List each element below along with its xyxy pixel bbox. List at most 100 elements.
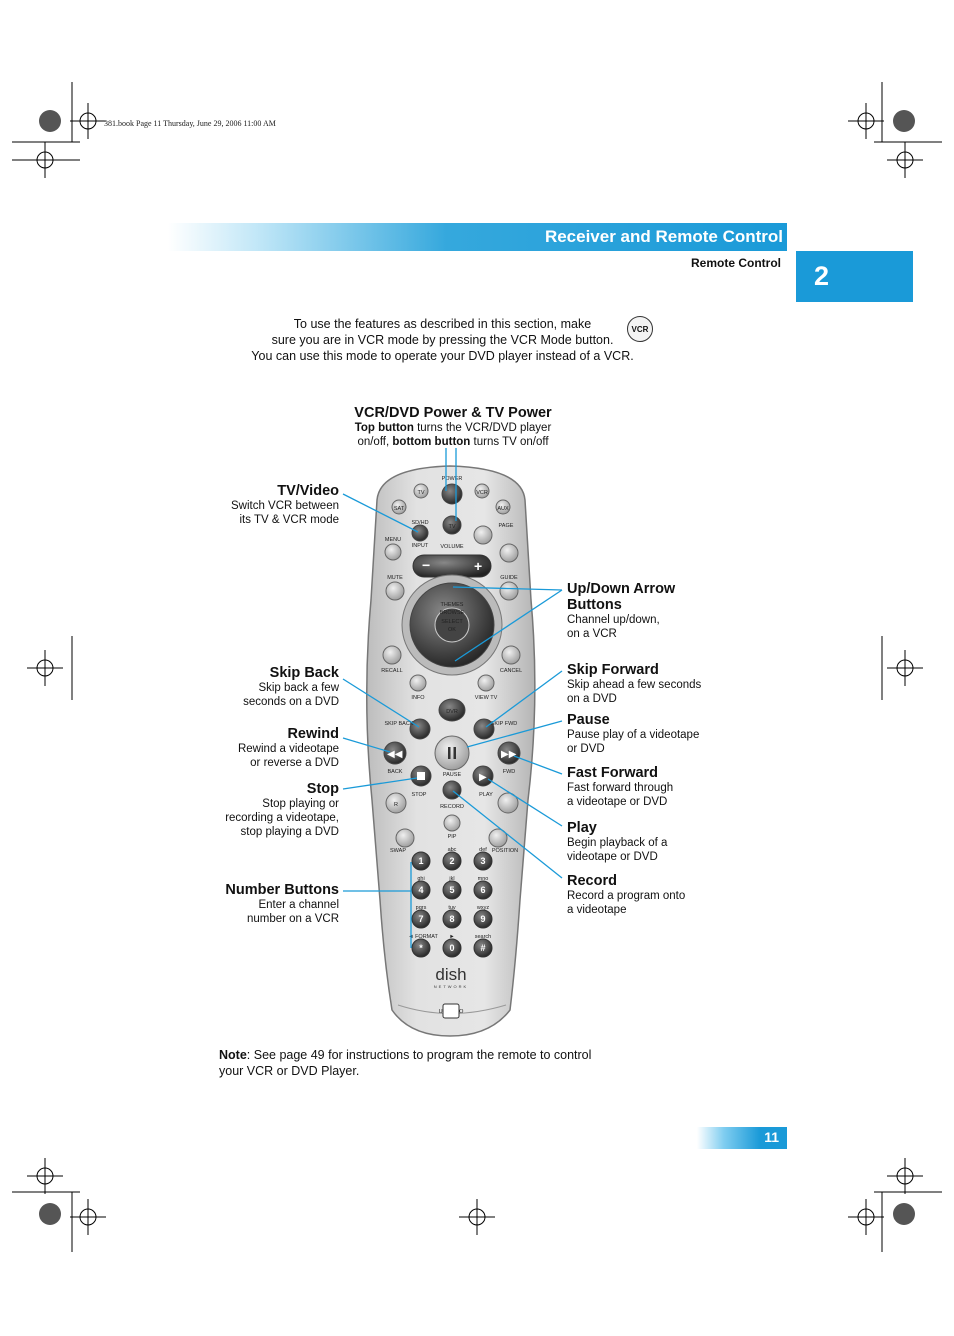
label-menu: MENU bbox=[385, 537, 401, 543]
label-position: POSITION bbox=[492, 848, 518, 854]
callout-stop-line2: recording a videotape, bbox=[225, 812, 339, 824]
callout-number: Number Buttons Enter a channel number on… bbox=[225, 882, 339, 926]
callout-record: Record Record a program onto a videotape bbox=[567, 873, 685, 917]
callout-stop-line1: Stop playing or bbox=[262, 798, 339, 810]
label-ok: OK bbox=[448, 627, 456, 633]
label-tv-power: TV bbox=[448, 524, 455, 530]
callout-updown: Up/Down Arrow Buttons Channel up/down, o… bbox=[567, 581, 675, 641]
key-1: 1 bbox=[418, 856, 423, 866]
label-play: PLAY bbox=[479, 792, 493, 798]
key-3: 3 bbox=[480, 856, 485, 866]
key-11: 0 bbox=[449, 943, 454, 953]
tv-mode-button bbox=[413, 483, 429, 499]
power-bold2: bottom button bbox=[392, 436, 471, 448]
intro-text: To use the features as described in this… bbox=[230, 316, 655, 364]
callout-fastfwd-line1: Fast forward through bbox=[567, 782, 674, 794]
record-button bbox=[442, 780, 462, 800]
callout-stop: Stop Stop playing or recording a videota… bbox=[225, 781, 339, 839]
callout-record-line2: a videotape bbox=[567, 904, 627, 916]
page-down-button bbox=[499, 543, 519, 563]
label-recall: RECALL bbox=[381, 668, 402, 674]
label-guide: GUIDE bbox=[500, 575, 518, 581]
callout-skipfwd-line1: Skip ahead a few seconds bbox=[567, 679, 702, 691]
label-skipback: SKIP BACK bbox=[385, 721, 414, 727]
key-4: 4 bbox=[418, 885, 423, 895]
recall-button bbox=[382, 645, 402, 665]
label-ghi: ghi bbox=[417, 876, 424, 882]
label-cancel: CANCEL bbox=[500, 668, 522, 674]
sdhd-input-button bbox=[411, 524, 429, 542]
label-def: def bbox=[479, 847, 487, 853]
svg-text:▶: ▶ bbox=[479, 772, 487, 783]
label-page: PAGE bbox=[499, 523, 514, 529]
key-6: 6 bbox=[480, 885, 485, 895]
note-text: : See page 49 for instructions to progra… bbox=[246, 1048, 592, 1062]
callout-fastfwd-line2: a videotape or DVD bbox=[567, 796, 668, 808]
callout-tvvideo-title: TV/Video bbox=[277, 483, 339, 499]
label-tv: TV bbox=[417, 490, 424, 496]
label-info: INFO bbox=[411, 695, 425, 701]
power-bold1: Top button bbox=[354, 422, 414, 434]
label-fwd: FWD bbox=[503, 769, 516, 775]
info-button bbox=[409, 674, 427, 692]
callout-power-line2: on/off, bottom button turns TV on/off bbox=[330, 435, 576, 449]
callout-record-line1: Record a program onto bbox=[567, 890, 686, 902]
label-r: R bbox=[394, 802, 398, 808]
label-pause: PAUSE bbox=[443, 772, 462, 778]
page-number: 11 bbox=[764, 1129, 779, 1145]
sat-small-button bbox=[497, 792, 519, 814]
callout-rewind-line1: Rewind a videotape bbox=[237, 743, 339, 755]
callout-lines bbox=[342, 448, 563, 948]
callout-updown-line1: Channel up/down, bbox=[567, 614, 660, 626]
callout-play: Play Begin playback of a videotape or DV… bbox=[567, 820, 667, 864]
vcr-power-button bbox=[441, 483, 463, 505]
callout-skipback-title: Skip Back bbox=[269, 665, 339, 681]
intro-line-2: sure you are in VCR mode by pressing the… bbox=[271, 333, 614, 347]
key-8: 8 bbox=[449, 914, 454, 924]
dvr-button bbox=[438, 698, 466, 722]
viewtv-button bbox=[477, 674, 495, 692]
intro-line-3: You can use this mode to operate your DV… bbox=[251, 349, 634, 363]
label-stop: STOP bbox=[412, 792, 427, 798]
svg-text:▶▶: ▶▶ bbox=[501, 749, 517, 760]
sat-mode-button bbox=[391, 499, 407, 515]
rewind-button bbox=[383, 741, 407, 765]
callout-number-title: Number Buttons bbox=[225, 882, 339, 898]
label-sdhd: SD/HD bbox=[411, 520, 428, 526]
callout-stop-line3: stop playing a DVD bbox=[240, 826, 339, 838]
mute-button bbox=[385, 581, 405, 601]
label-input: INPUT bbox=[412, 543, 429, 549]
brand-logo: dish bbox=[435, 965, 466, 984]
callout-tvvideo: TV/Video Switch VCR between its TV & VCR… bbox=[231, 483, 339, 527]
callout-play-line2: videotape or DVD bbox=[567, 851, 658, 863]
callout-skipfwd: Skip Forward Skip ahead a few seconds on… bbox=[567, 662, 701, 706]
label-record: RECORD bbox=[440, 804, 464, 810]
intro-line-1: To use the features as described in this… bbox=[293, 317, 592, 331]
footnote-line-1: Note: See page 49 for instructions to pr… bbox=[219, 1047, 591, 1063]
svg-text:◀◀: ◀◀ bbox=[387, 749, 403, 760]
callout-rewind: Rewind Rewind a videotape or reverse a D… bbox=[238, 726, 339, 770]
callout-stop-title: Stop bbox=[306, 781, 339, 797]
callout-power-title: VCR/DVD Power & TV Power bbox=[354, 405, 552, 421]
callout-record-title: Record bbox=[567, 873, 617, 889]
callout-skipfwd-line2: on a DVD bbox=[567, 693, 617, 705]
callout-fastfwd: Fast Forward Fast forward through a vide… bbox=[567, 765, 673, 809]
callout-power: VCR/DVD Power & TV Power Top button turn… bbox=[330, 405, 576, 449]
footnote-line-2: your VCR or DVD Player. bbox=[219, 1064, 360, 1078]
callout-fastfwd-title: Fast Forward bbox=[567, 765, 659, 781]
callout-pause-line2: or DVD bbox=[567, 743, 605, 755]
label-wxyz: wxyz bbox=[476, 905, 489, 911]
label-pip: PIP bbox=[448, 834, 457, 840]
position-button bbox=[488, 828, 508, 848]
label-arrow: ► bbox=[449, 934, 454, 940]
label-browse: BROWSE bbox=[440, 610, 465, 616]
label-swap: SWAP bbox=[390, 848, 406, 854]
cancel-button bbox=[501, 645, 521, 665]
label-volume: VOLUME bbox=[440, 544, 464, 550]
r-button bbox=[385, 792, 407, 814]
label-format: ◄ FORMAT bbox=[408, 934, 438, 940]
callout-skipback-line2: seconds on a DVD bbox=[243, 696, 339, 708]
label-viewtv: VIEW TV bbox=[475, 695, 498, 701]
